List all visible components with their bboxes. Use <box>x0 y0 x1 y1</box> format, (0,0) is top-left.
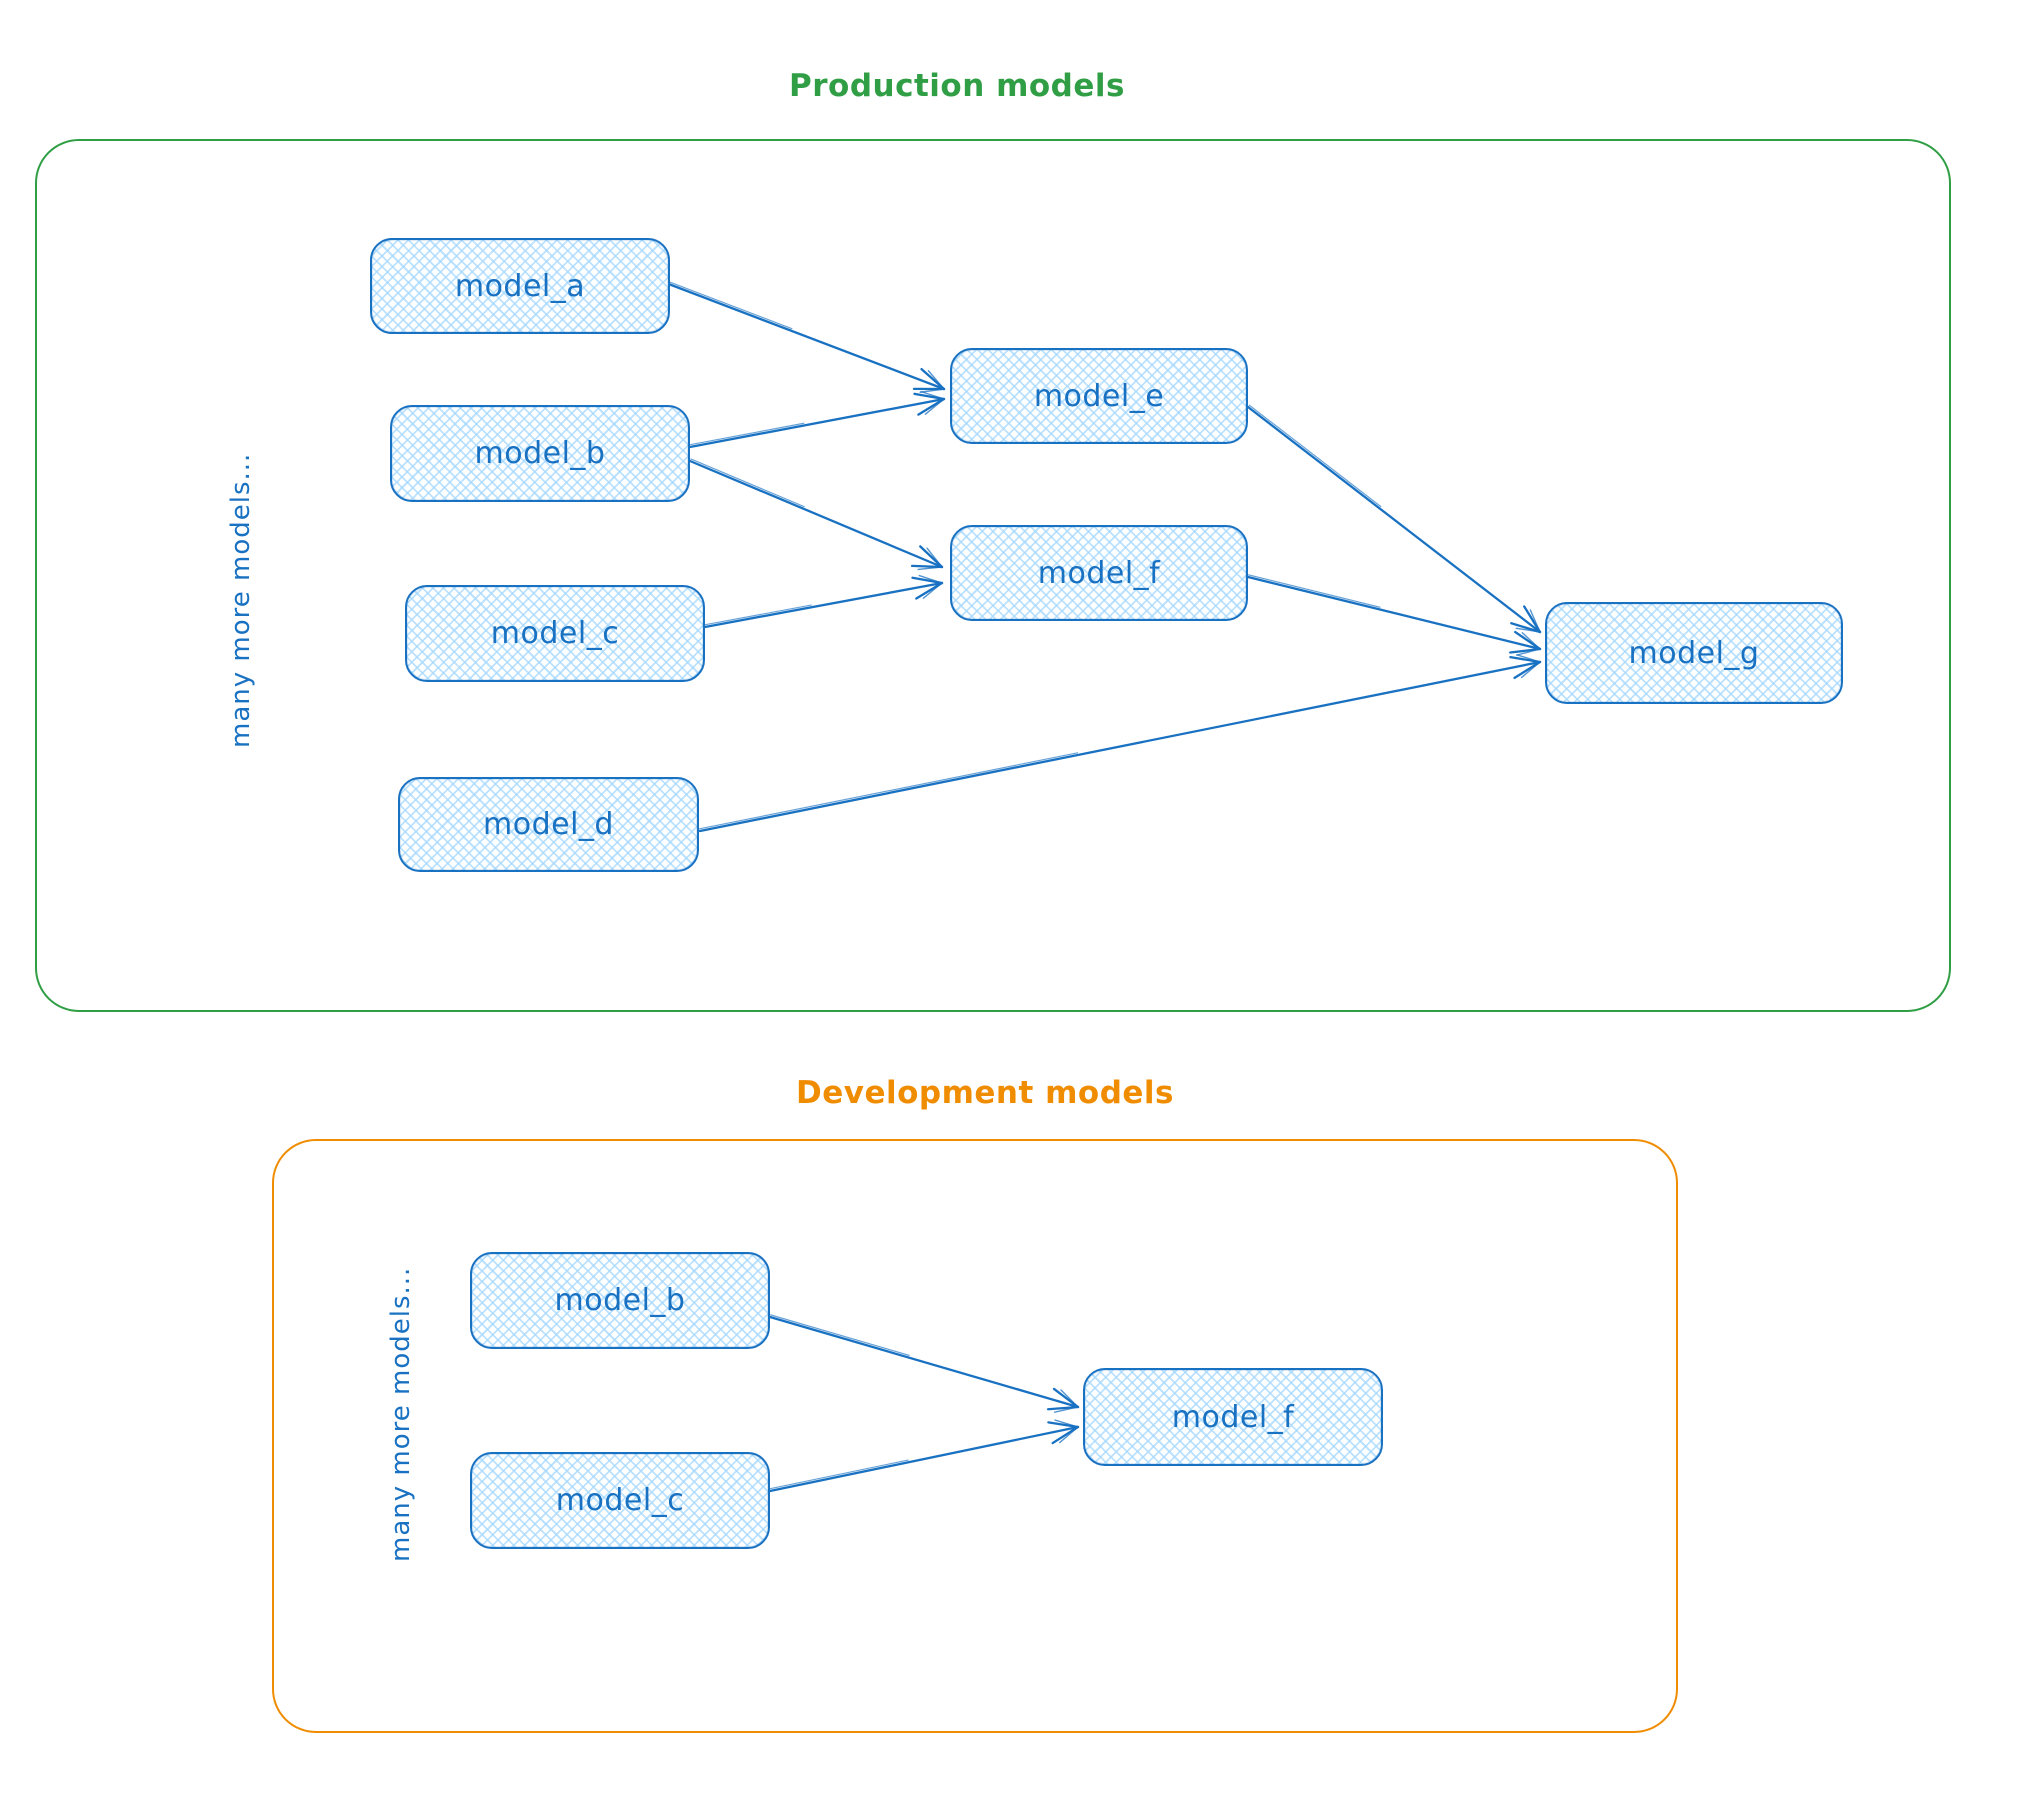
node-development-model-b: model_b <box>470 1252 770 1349</box>
node-production-model-f: model_f <box>950 525 1248 621</box>
production-section-title: Production models <box>789 68 1125 104</box>
node-label: model_a <box>454 268 586 304</box>
node-production-model-c: model_c <box>405 585 705 682</box>
development-container <box>272 1139 1678 1733</box>
node-label: model_f <box>1171 1399 1295 1435</box>
node-label: model_e <box>1033 378 1165 414</box>
node-production-model-b: model_b <box>390 405 690 502</box>
node-production-model-d: model_d <box>398 777 699 872</box>
development-section-title: Development models <box>795 1075 1174 1111</box>
production-container <box>35 139 1951 1012</box>
node-production-model-g: model_g <box>1545 602 1843 704</box>
node-label: model_c <box>490 616 620 651</box>
node-production-model-a: model_a <box>370 238 670 334</box>
node-development-model-c: model_c <box>470 1452 770 1549</box>
node-production-model-e: model_e <box>950 348 1248 444</box>
node-label: model_g <box>1628 635 1760 671</box>
node-label: model_b <box>474 436 606 471</box>
production-side-label: many more models... <box>226 452 256 748</box>
node-label: model_c <box>555 1483 685 1518</box>
node-label: model_d <box>483 807 614 842</box>
node-label: model_b <box>554 1283 686 1318</box>
development-side-label: many more models... <box>386 1266 416 1562</box>
node-label: model_f <box>1037 555 1161 591</box>
node-development-model-f: model_f <box>1083 1368 1383 1466</box>
